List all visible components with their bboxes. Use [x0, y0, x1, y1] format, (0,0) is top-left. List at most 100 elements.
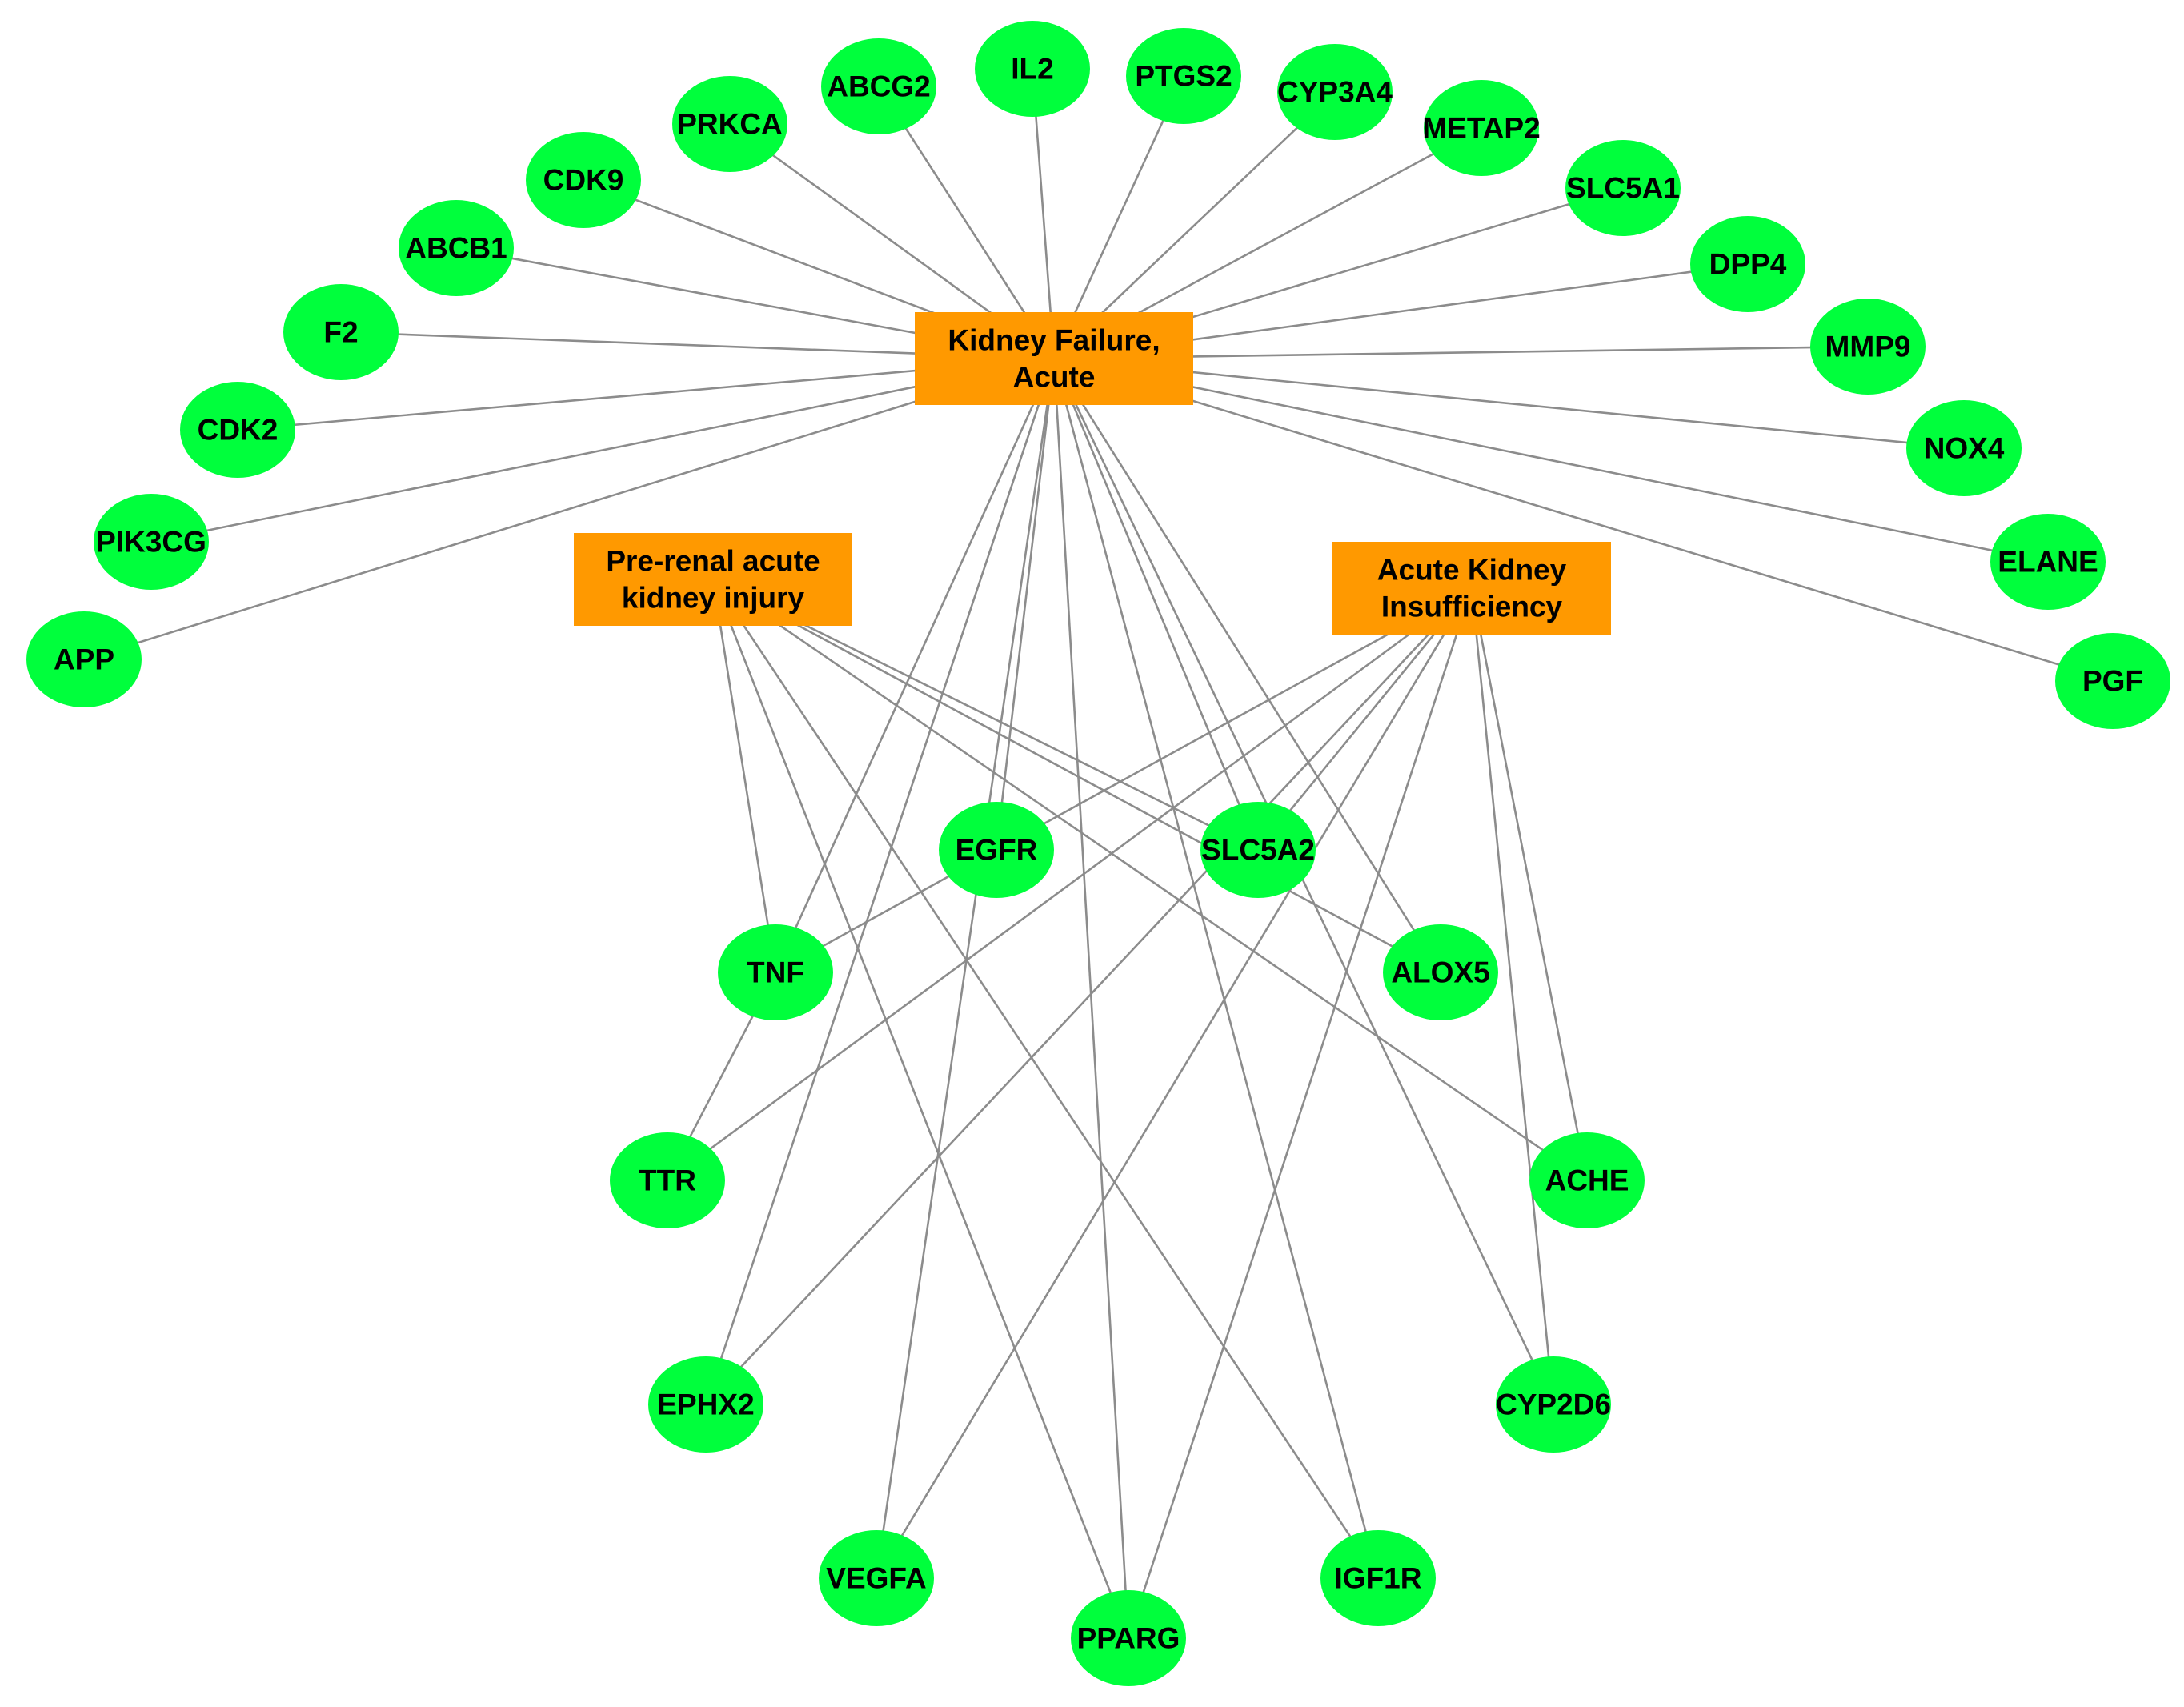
gene-label: APP [54, 643, 114, 676]
gene-label: EGFR [956, 834, 1038, 867]
edge-aki-pparg [1127, 587, 1473, 1639]
gene-ellipse [819, 1530, 934, 1626]
gene-label: NOX4 [1924, 432, 2005, 465]
edge-aki-ache [1470, 587, 1589, 1181]
gene-label: CYP3A4 [1277, 76, 1393, 109]
gene-ellipse [526, 132, 641, 228]
gene-ellipse [718, 924, 833, 1020]
gene-node-igf1r[interactable]: IGF1R [1320, 1530, 1436, 1626]
gene-ellipse [821, 38, 936, 134]
edge-kfa-cyp2d6 [1052, 358, 1555, 1405]
gene-node-ache[interactable]: ACHE [1529, 1132, 1645, 1228]
edge-kfa-pik3cg [150, 357, 1055, 543]
gene-label: ABCG2 [827, 70, 931, 103]
gene-node-pik3cg[interactable]: PIK3CG [94, 494, 209, 590]
edge-kfa-slc5a2 [1052, 358, 1260, 851]
gene-label: CDK9 [543, 164, 624, 197]
gene-label: MMP9 [1825, 331, 1911, 363]
edge-kfa-igf1r [1052, 358, 1380, 1579]
gene-node-cyp3a4[interactable]: CYP3A4 [1277, 44, 1393, 140]
gene-label: PTGS2 [1135, 60, 1232, 93]
gene-label: METAP2 [1422, 112, 1540, 145]
gene-node-cdk9[interactable]: CDK9 [526, 132, 641, 228]
gene-node-mmp9[interactable]: MMP9 [1810, 299, 1926, 395]
gene-label: EPHX2 [657, 1388, 754, 1421]
gene-label: PRKCA [677, 108, 783, 141]
gene-ellipse [1424, 80, 1539, 176]
gene-node-metap2[interactable]: METAP2 [1422, 80, 1541, 176]
edge-kfa-app [83, 357, 1055, 661]
gene-node-pparg[interactable]: PPARG [1071, 1590, 1186, 1686]
gene-node-app[interactable]: APP [26, 611, 142, 707]
gene-node-tnf[interactable]: TNF [718, 924, 833, 1020]
gene-node-vegfa[interactable]: VEGFA [819, 1530, 934, 1626]
gene-node-slc5a2[interactable]: SLC5A2 [1200, 802, 1316, 898]
gene-label: ALOX5 [1391, 956, 1489, 989]
gene-ellipse [283, 284, 399, 380]
gene-label: ACHE [1545, 1164, 1629, 1197]
edge-kfa-pparg [1052, 358, 1130, 1639]
gene-ellipse [1906, 400, 2022, 496]
gene-node-ephx2[interactable]: EPHX2 [648, 1356, 763, 1453]
gene-node-cdk2[interactable]: CDK2 [180, 382, 295, 478]
node-layer: APP PIK3CG CDK2 F2 ABCB1 CDK9 PRKCA ABCG2 IL2 PTG… [26, 21, 2170, 1686]
edge-kfa-il2 [1031, 68, 1056, 359]
edge-kfa-ephx2 [704, 358, 1056, 1405]
edge-pre-pparg [711, 579, 1130, 1639]
edge-aki-ephx2 [705, 587, 1473, 1405]
gene-ellipse [1200, 802, 1316, 898]
disease-label-line: Acute Kidney [1377, 554, 1567, 587]
gene-label: IL2 [1011, 53, 1053, 86]
disease-label-line: Pre-renal acute [606, 545, 820, 578]
gene-node-slc5a1[interactable]: SLC5A1 [1565, 140, 1681, 236]
gene-ellipse [2055, 633, 2170, 729]
gene-ellipse [1690, 216, 1805, 312]
edge-pre-alox5 [712, 578, 1441, 974]
gene-label: SLC5A2 [1201, 834, 1315, 867]
gene-ellipse [1277, 44, 1393, 140]
gene-node-elane[interactable]: ELANE [1990, 514, 2106, 610]
gene-label: IGF1R [1335, 1562, 1422, 1595]
gene-node-f2[interactable]: F2 [283, 284, 399, 380]
gene-ellipse [1071, 1590, 1186, 1686]
gene-ellipse [1383, 924, 1498, 1020]
edge-aki-cyp2d6 [1470, 587, 1555, 1405]
gene-label: SLC5A1 [1566, 172, 1680, 205]
edge-pre-tnf [711, 579, 777, 973]
gene-node-dpp4[interactable]: DPP4 [1690, 216, 1805, 312]
edge-kfa-ptgs2 [1052, 75, 1185, 359]
gene-label: TTR [639, 1164, 696, 1197]
gene-node-ttr[interactable]: TTR [610, 1132, 725, 1228]
disease-label-line: Insufficiency [1381, 591, 1563, 623]
gene-node-egfr[interactable]: EGFR [939, 802, 1054, 898]
gene-node-pgf[interactable]: PGF [2055, 633, 2170, 729]
gene-ellipse [648, 1356, 763, 1453]
gene-node-nox4[interactable]: NOX4 [1906, 400, 2022, 496]
gene-node-il2[interactable]: IL2 [975, 21, 1090, 117]
edge-kfa-nox4 [1053, 357, 1965, 450]
gene-ellipse [1496, 1356, 1611, 1453]
gene-node-ptgs2[interactable]: PTGS2 [1126, 28, 1241, 124]
gene-node-cyp2d6[interactable]: CYP2D6 [1496, 1356, 1611, 1453]
gene-ellipse [1320, 1530, 1436, 1626]
edge-aki-vegfa [875, 587, 1473, 1579]
disease-node-kfa[interactable]: Kidney Failure, Acute [915, 312, 1193, 405]
edge-aki-ttr [667, 587, 1473, 1182]
edge-kfa-egfr [995, 358, 1056, 851]
gene-label: CDK2 [198, 414, 279, 447]
gene-label: TNF [747, 956, 804, 989]
gene-label: PPARG [1077, 1622, 1180, 1655]
gene-node-prkca[interactable]: PRKCA [672, 76, 787, 172]
gene-node-abcg2[interactable]: ABCG2 [821, 38, 936, 134]
gene-ellipse [672, 76, 787, 172]
edge-kfa-tnf [774, 358, 1056, 973]
gene-node-alox5[interactable]: ALOX5 [1383, 924, 1498, 1020]
gene-ellipse [180, 382, 295, 478]
disease-label-line: Kidney Failure, [948, 324, 1160, 357]
disease-label-line: Acute [1013, 361, 1096, 394]
gene-node-abcb1[interactable]: ABCB1 [399, 200, 514, 296]
gene-label: F2 [323, 316, 358, 349]
gene-ellipse [1990, 514, 2106, 610]
